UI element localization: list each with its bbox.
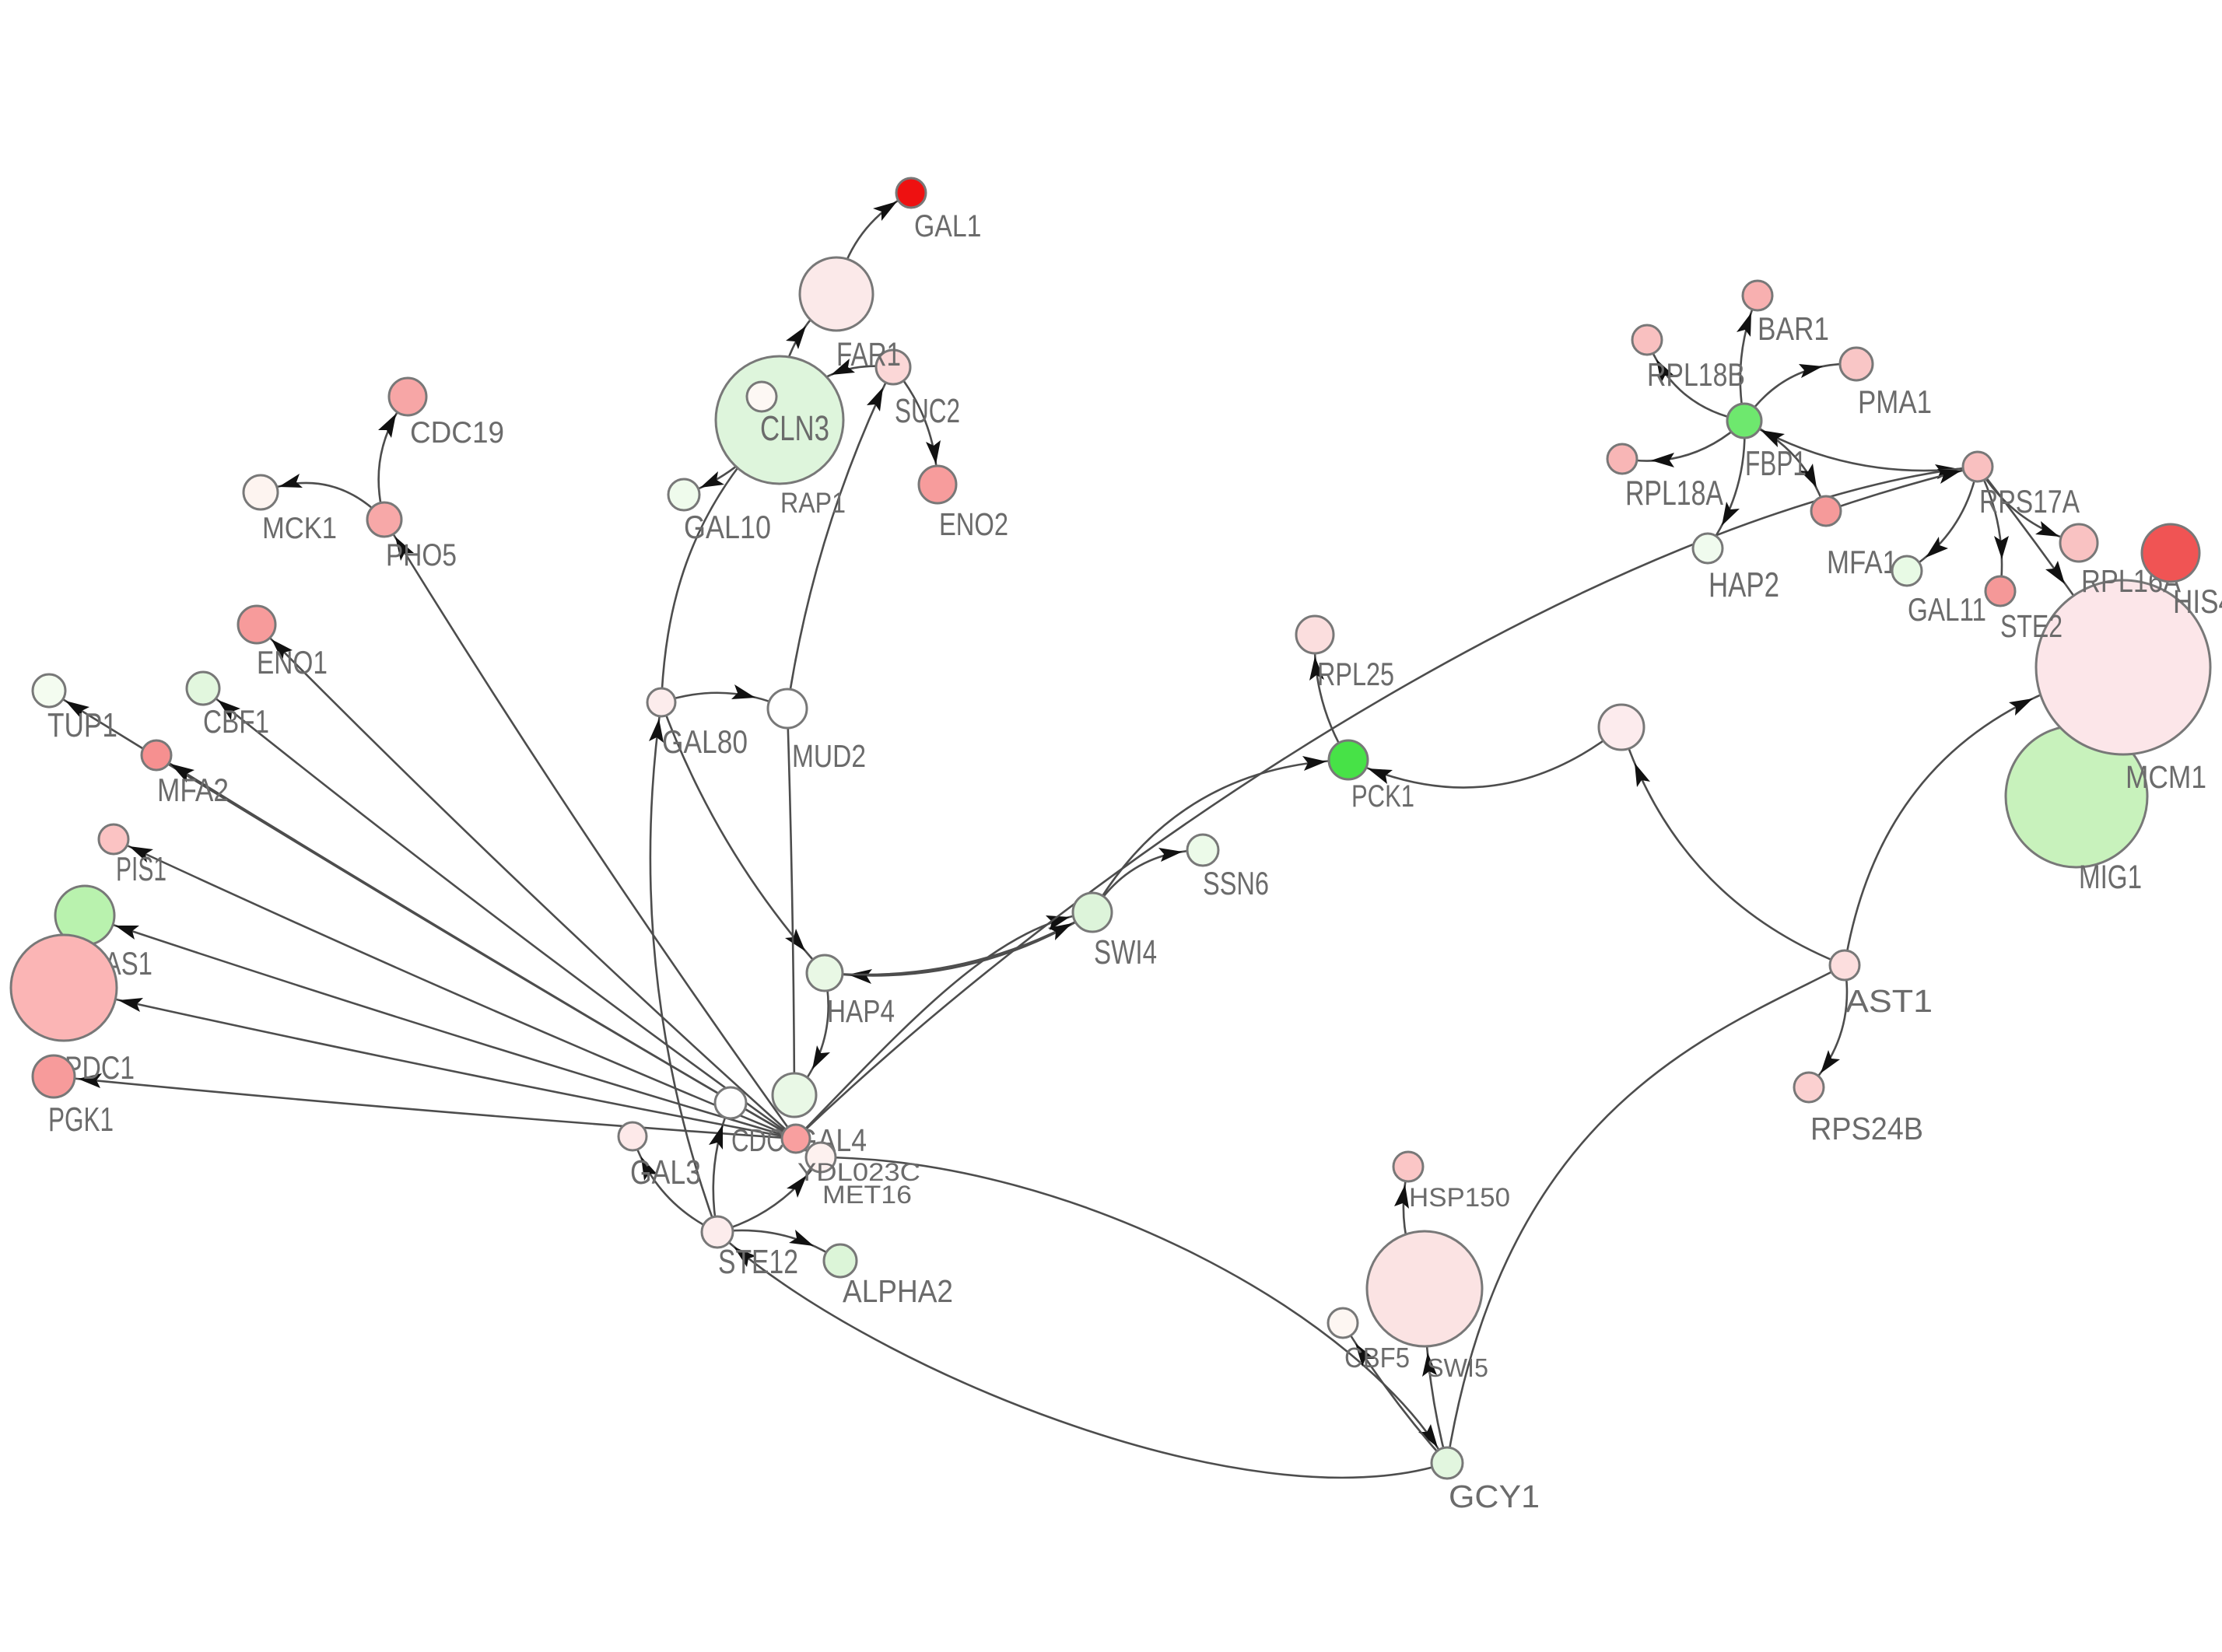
svg-text:MFA1: MFA1 xyxy=(1827,544,1898,580)
svg-text:GCY1: GCY1 xyxy=(1449,1479,1540,1514)
svg-text:GAL3: GAL3 xyxy=(630,1154,701,1192)
svg-text:RPL25: RPL25 xyxy=(1317,656,1394,692)
svg-text:CDC19: CDC19 xyxy=(410,416,504,450)
svg-text:PGK1: PGK1 xyxy=(48,1101,114,1139)
svg-text:AST1: AST1 xyxy=(1845,983,1933,1019)
svg-text:MUD2: MUD2 xyxy=(792,738,866,774)
svg-text:SUC2: SUC2 xyxy=(895,392,960,430)
svg-text:GAL11: GAL11 xyxy=(1908,591,1986,628)
svg-text:CLN3: CLN3 xyxy=(760,408,829,448)
svg-text:HAP2: HAP2 xyxy=(1709,566,1779,604)
svg-text:PHO5: PHO5 xyxy=(386,537,457,572)
svg-text:RPL18B: RPL18B xyxy=(1647,356,1745,393)
svg-text:YDL023C: YDL023C xyxy=(797,1158,920,1186)
svg-text:PIS1: PIS1 xyxy=(116,851,166,888)
svg-text:MCK1: MCK1 xyxy=(262,512,337,545)
svg-text:RPS17A: RPS17A xyxy=(1979,483,2080,520)
svg-text:FAR1: FAR1 xyxy=(836,337,901,373)
svg-text:PDC1: PDC1 xyxy=(65,1049,135,1086)
svg-text:CBF1: CBF1 xyxy=(203,703,269,740)
svg-text:RPL18A: RPL18A xyxy=(1625,474,1723,513)
svg-text:HSP150: HSP150 xyxy=(1409,1183,1510,1213)
svg-text:SWI4: SWI4 xyxy=(1094,934,1157,971)
svg-text:PMA1: PMA1 xyxy=(1858,383,1932,420)
svg-text:RAP1: RAP1 xyxy=(780,487,846,519)
svg-text:ALPHA2: ALPHA2 xyxy=(843,1273,953,1309)
svg-text:PCK1: PCK1 xyxy=(1351,779,1414,814)
svg-text:TUP1: TUP1 xyxy=(47,707,117,744)
svg-text:BAR1: BAR1 xyxy=(1758,310,1829,347)
svg-text:ENO2: ENO2 xyxy=(939,506,1008,542)
svg-text:STE2: STE2 xyxy=(2000,608,2063,644)
svg-text:MIG1: MIG1 xyxy=(2079,859,2142,896)
svg-text:GAL80: GAL80 xyxy=(662,723,748,760)
svg-text:CBF5: CBF5 xyxy=(1344,1342,1410,1374)
svg-text:MET16: MET16 xyxy=(822,1181,912,1209)
svg-text:MCM1: MCM1 xyxy=(2126,759,2206,795)
svg-text:MFA2: MFA2 xyxy=(157,772,229,808)
svg-text:RPS24B: RPS24B xyxy=(1810,1111,1923,1146)
svg-text:FBP1: FBP1 xyxy=(1745,445,1807,483)
svg-text:HAP4: HAP4 xyxy=(827,993,895,1029)
svg-text:GAL10: GAL10 xyxy=(684,509,771,545)
svg-text:HIS4: HIS4 xyxy=(2173,583,2222,621)
svg-text:SSN6: SSN6 xyxy=(1203,865,1269,901)
svg-text:ENO1: ENO1 xyxy=(257,644,328,681)
svg-text:SWI5: SWI5 xyxy=(1427,1354,1488,1383)
svg-text:STE12: STE12 xyxy=(718,1244,798,1281)
svg-text:GAL1: GAL1 xyxy=(914,209,982,243)
